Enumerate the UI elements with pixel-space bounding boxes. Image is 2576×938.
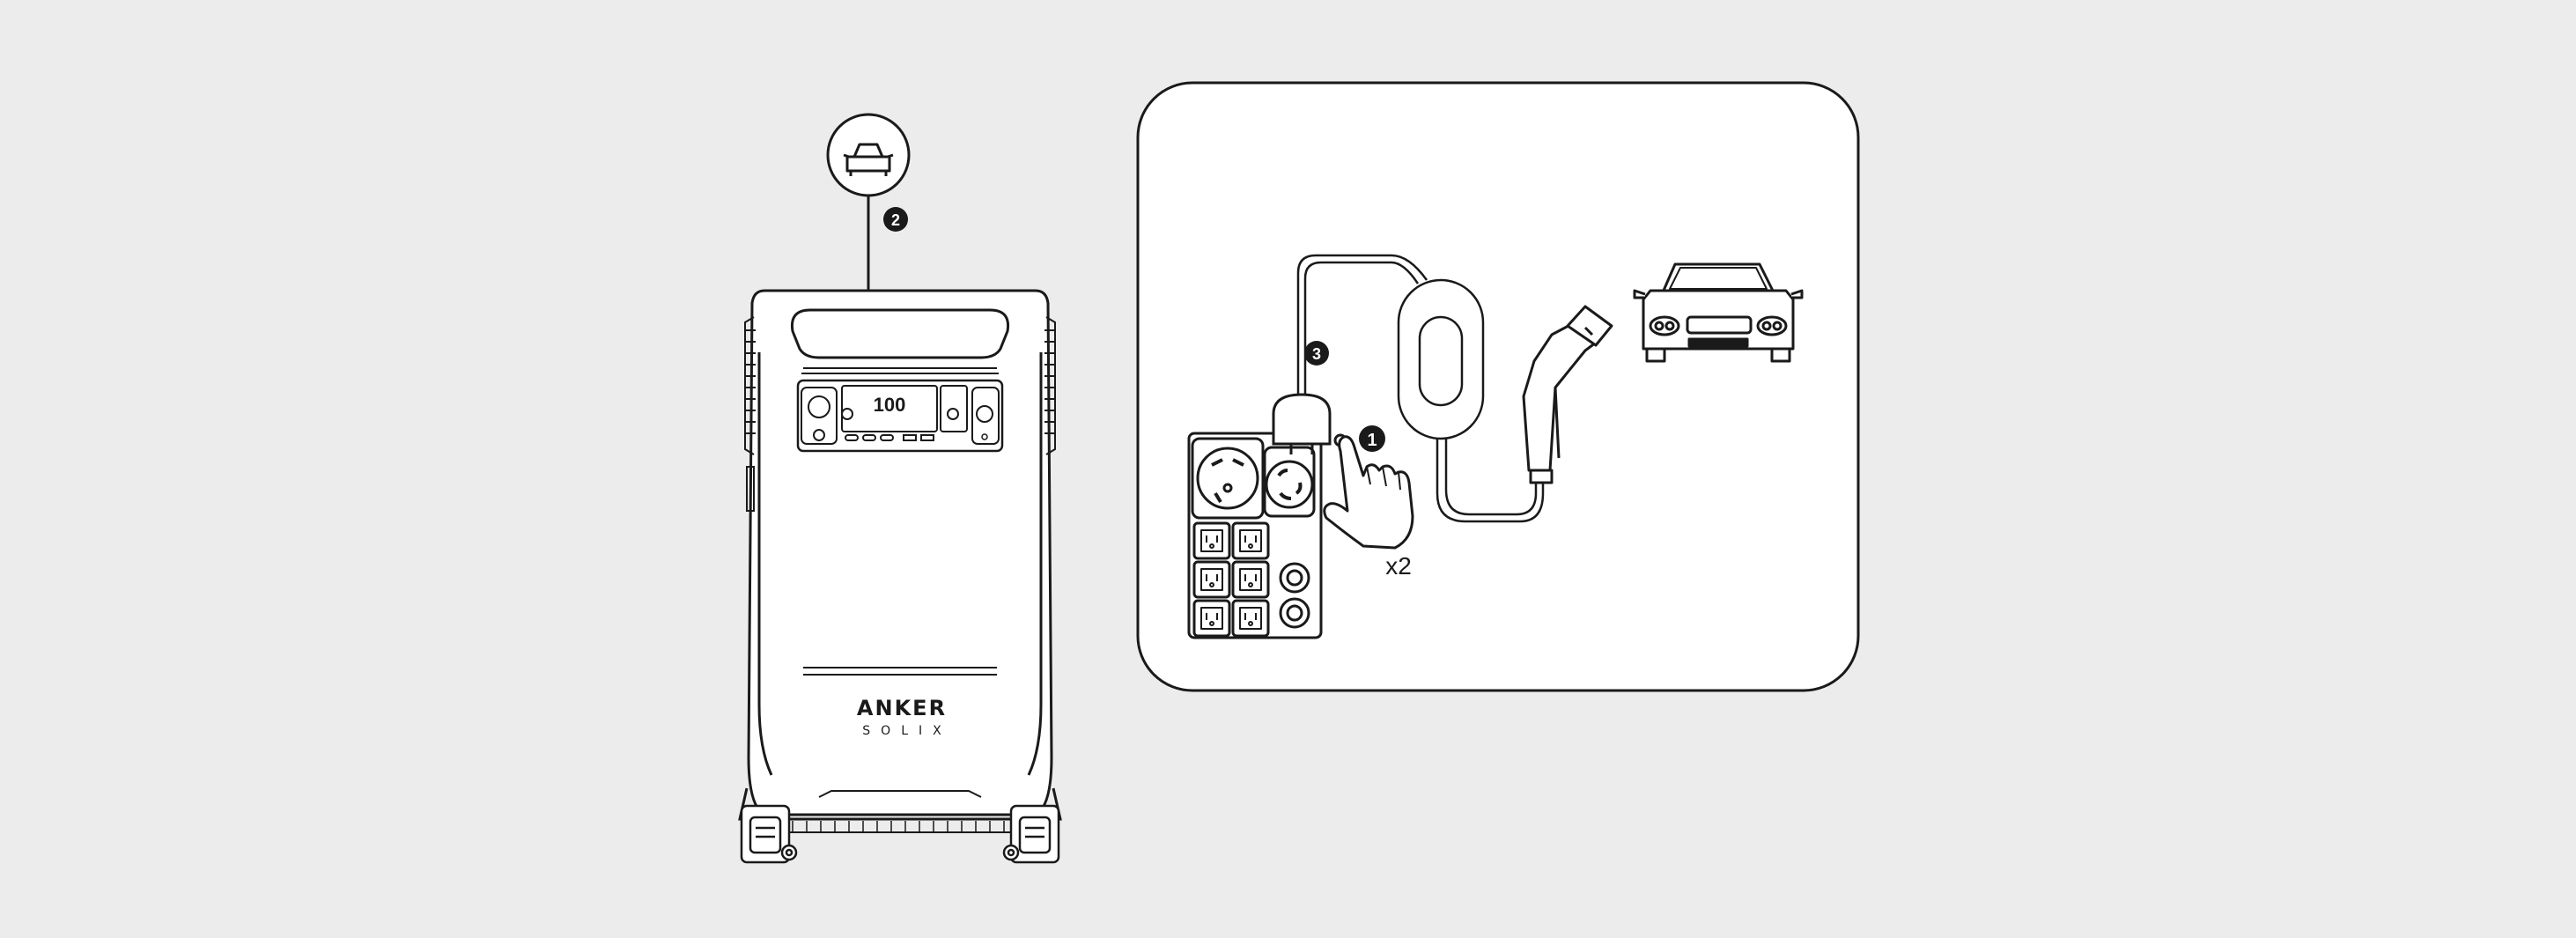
car-icon <box>1633 262 1804 363</box>
left-wheel <box>740 804 798 864</box>
svg-text:2: 2 <box>891 211 900 229</box>
callout-step-3: 3 <box>1304 341 1329 366</box>
callout-step-2: 2 <box>883 207 908 232</box>
brand-name: ANKER <box>857 696 947 720</box>
svg-text:3: 3 <box>1312 345 1321 363</box>
svg-text:1: 1 <box>1367 431 1377 450</box>
right-wheel <box>1002 804 1060 864</box>
power-station-icon <box>738 196 1062 864</box>
display-readout: 100 <box>874 394 906 416</box>
charging-cable <box>1296 254 1545 523</box>
press-count-label: x2 <box>1385 552 1412 580</box>
usb-ports <box>845 434 934 441</box>
outlet-panel-icon <box>1187 432 1323 639</box>
brand-sub: SOLIX <box>862 724 951 738</box>
inserted-plug <box>1272 393 1332 454</box>
ev-charger-plug-icon <box>1522 305 1613 484</box>
right-grille <box>1044 316 1056 455</box>
hand-pointer-icon <box>1323 433 1414 550</box>
callout-step-1: 1 <box>1359 425 1385 452</box>
car-mode-icon <box>826 113 911 197</box>
left-grille <box>744 316 756 455</box>
